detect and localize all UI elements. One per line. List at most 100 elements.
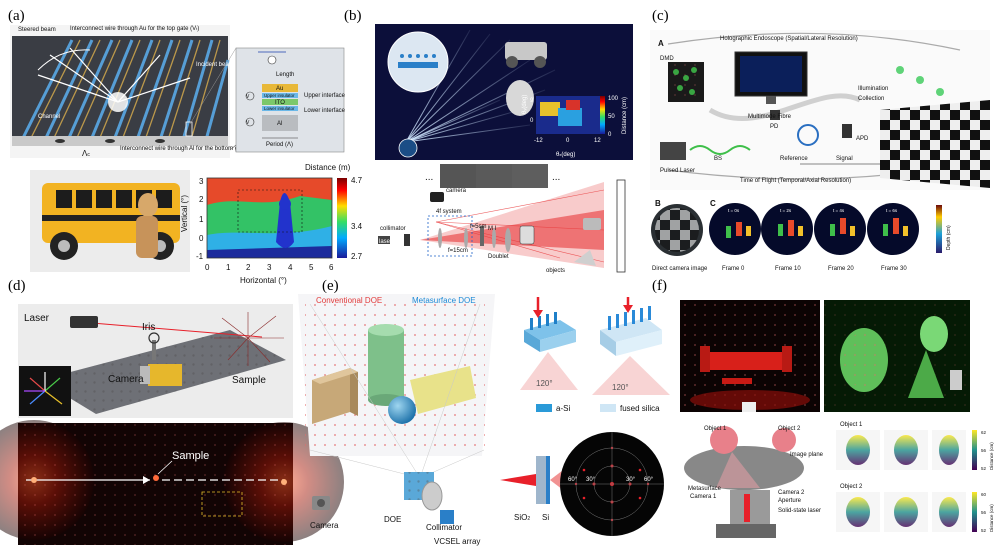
- b-ytick-1: 0: [530, 118, 534, 124]
- b-doublet-label: Doublet: [488, 254, 509, 260]
- f-metasurface-label: Metasurface: [688, 486, 722, 492]
- b-laser-label: laser: [379, 239, 392, 245]
- b-f15-label: f=15cm: [448, 248, 468, 254]
- f-distance-label-top: Distance (cm): [989, 442, 994, 470]
- fused-silica-legend-swatch: [600, 404, 616, 412]
- panel-a-ylabel: Vertical (°): [180, 195, 189, 232]
- lower-insulator-label: Lower insulator: [264, 106, 295, 111]
- panel-d-label: (d): [8, 278, 26, 294]
- b-camera-icon: [430, 192, 444, 202]
- d-sample-top-label: Sample: [232, 375, 266, 386]
- panel-c-label: (c): [652, 8, 669, 24]
- lower-insulator-layer: [262, 106, 298, 111]
- e-vcsel-label: VCSEL array: [434, 537, 480, 546]
- c-frame-3: Frame 30: [881, 266, 907, 272]
- panel-a-xticks: 0 1 2 3 4 5 6: [205, 263, 334, 272]
- e-camera-label: Camera: [310, 521, 339, 530]
- b-cbar-tick-1: 50: [608, 114, 615, 120]
- c-time-2: t = 4s: [833, 208, 845, 213]
- incident-beam-label: Incident beam: [196, 62, 234, 68]
- au-layer: [262, 84, 298, 92]
- c-apd-label: APD: [856, 136, 869, 142]
- a-xtick-5: 5: [309, 263, 314, 272]
- lambda-c-label: Λc: [82, 149, 90, 158]
- a-xtick-1: 1: [226, 263, 231, 272]
- f-scale-top-2: 52: [981, 466, 987, 471]
- f-obj1-cloud-label: Object 1: [840, 422, 863, 428]
- f-image-plane-label: Image plane: [790, 452, 824, 458]
- e-doe-label: DOE: [384, 515, 401, 524]
- ito-label: ITO: [275, 100, 285, 106]
- a-ytick-3: 0: [199, 234, 204, 243]
- a-ytick-4: -1: [196, 252, 204, 261]
- e-angle-right: 120°: [612, 383, 629, 392]
- a-xtick-6: 6: [329, 263, 334, 272]
- c-bs-label: BS: [714, 156, 722, 162]
- panel-f-green-scene: [824, 300, 970, 412]
- b-ytick-0: 9: [530, 98, 534, 104]
- a-xtick-3: 3: [267, 263, 272, 272]
- c-depth-label: Depth (cm): [946, 225, 952, 250]
- e-a-si-label: a-Si: [556, 404, 570, 413]
- c-frame-0: Frame 0: [722, 266, 745, 272]
- e-deg60-left: 60°: [568, 477, 578, 483]
- f-distance-label-bottom: Distance (cm): [989, 504, 994, 532]
- e-sio2-label: SiO2: [514, 513, 530, 522]
- f-scale-bot-0: 60: [981, 492, 987, 497]
- length-label: Length: [276, 72, 294, 78]
- c-title: Holographic Endoscope (Spatial/Lateral R…: [720, 36, 858, 42]
- panel-a-cbar-tick-0: 4.7: [351, 176, 363, 185]
- panel-a-device-image: [10, 25, 230, 158]
- c-frame-2: Frame 20: [828, 266, 854, 272]
- upper-insulator-label: Upper insulator: [264, 93, 295, 98]
- c-sub-b: B: [655, 199, 661, 208]
- panel-f-setup-diagram: [684, 426, 804, 538]
- panel-e-label: (e): [322, 278, 339, 294]
- c-sub-a: A: [658, 39, 664, 48]
- b-cbar-tick-0: 100: [608, 96, 619, 102]
- b-4f-label: 4f system: [436, 209, 462, 215]
- b-xtick-2: 12: [594, 138, 601, 144]
- c-multimode-label: Multimode Fibre: [748, 114, 792, 120]
- steered-beam-label: Steered beam: [18, 27, 56, 33]
- d-laser-label: Laser: [24, 313, 50, 324]
- e-deg30-left: 30°: [586, 477, 596, 483]
- ito-layer: [262, 99, 298, 105]
- c-collection-label: Collection: [858, 96, 884, 102]
- f-obj2-cloud-label: Object 2: [840, 484, 863, 490]
- al-layer: [262, 115, 298, 131]
- b-f5-label: f=5cm: [470, 224, 487, 230]
- a-ytick-0: 3: [199, 177, 204, 186]
- c-time-0: t = 0s: [728, 208, 740, 213]
- d-iris-label: Iris: [142, 322, 155, 333]
- c-direct-camera-label: Direct camera image: [652, 266, 708, 272]
- a-xtick-4: 4: [288, 263, 293, 272]
- c-illumination-label: Illumination: [858, 86, 888, 92]
- c-dmd-label: DMD: [660, 56, 674, 62]
- f-camera1-label: Camera 1: [690, 494, 717, 500]
- c-pulsed-laser-label: Pulsed Laser: [660, 168, 695, 174]
- c-frame-1: Frame 10: [775, 266, 801, 272]
- al-label: Al: [277, 121, 282, 127]
- b-ellipsis-left: ...: [425, 172, 433, 183]
- c-tof-label: Time of Flight (Temporal/Axial Resolutio…: [740, 178, 851, 184]
- b-collimator-label: collimator: [380, 226, 406, 232]
- a-si-legend-swatch: [536, 404, 552, 412]
- c-time-3: t = 6s: [886, 208, 898, 213]
- panel-b-inset-ylabel: θy(deg): [522, 95, 528, 114]
- e-metasurface-label: Metasurface DOE: [412, 296, 476, 305]
- panel-a-xlabel: Horizontal (°): [240, 276, 287, 285]
- c-sub-c: C: [710, 199, 716, 208]
- b-xtick-1: 0: [566, 138, 570, 144]
- c-reference-label: Reference: [780, 156, 808, 162]
- a-xtick-2: 2: [246, 263, 251, 272]
- b-mi-label: M I: [488, 226, 497, 232]
- laser-box: [378, 236, 390, 244]
- c-signal-label: Signal: [836, 156, 853, 162]
- panel-a-colorbar-title: Distance (m): [305, 163, 351, 172]
- e-deg60-right: 60°: [644, 477, 654, 483]
- e-deg30-right: 30°: [626, 477, 636, 483]
- panel-d-projection-image: [0, 420, 344, 545]
